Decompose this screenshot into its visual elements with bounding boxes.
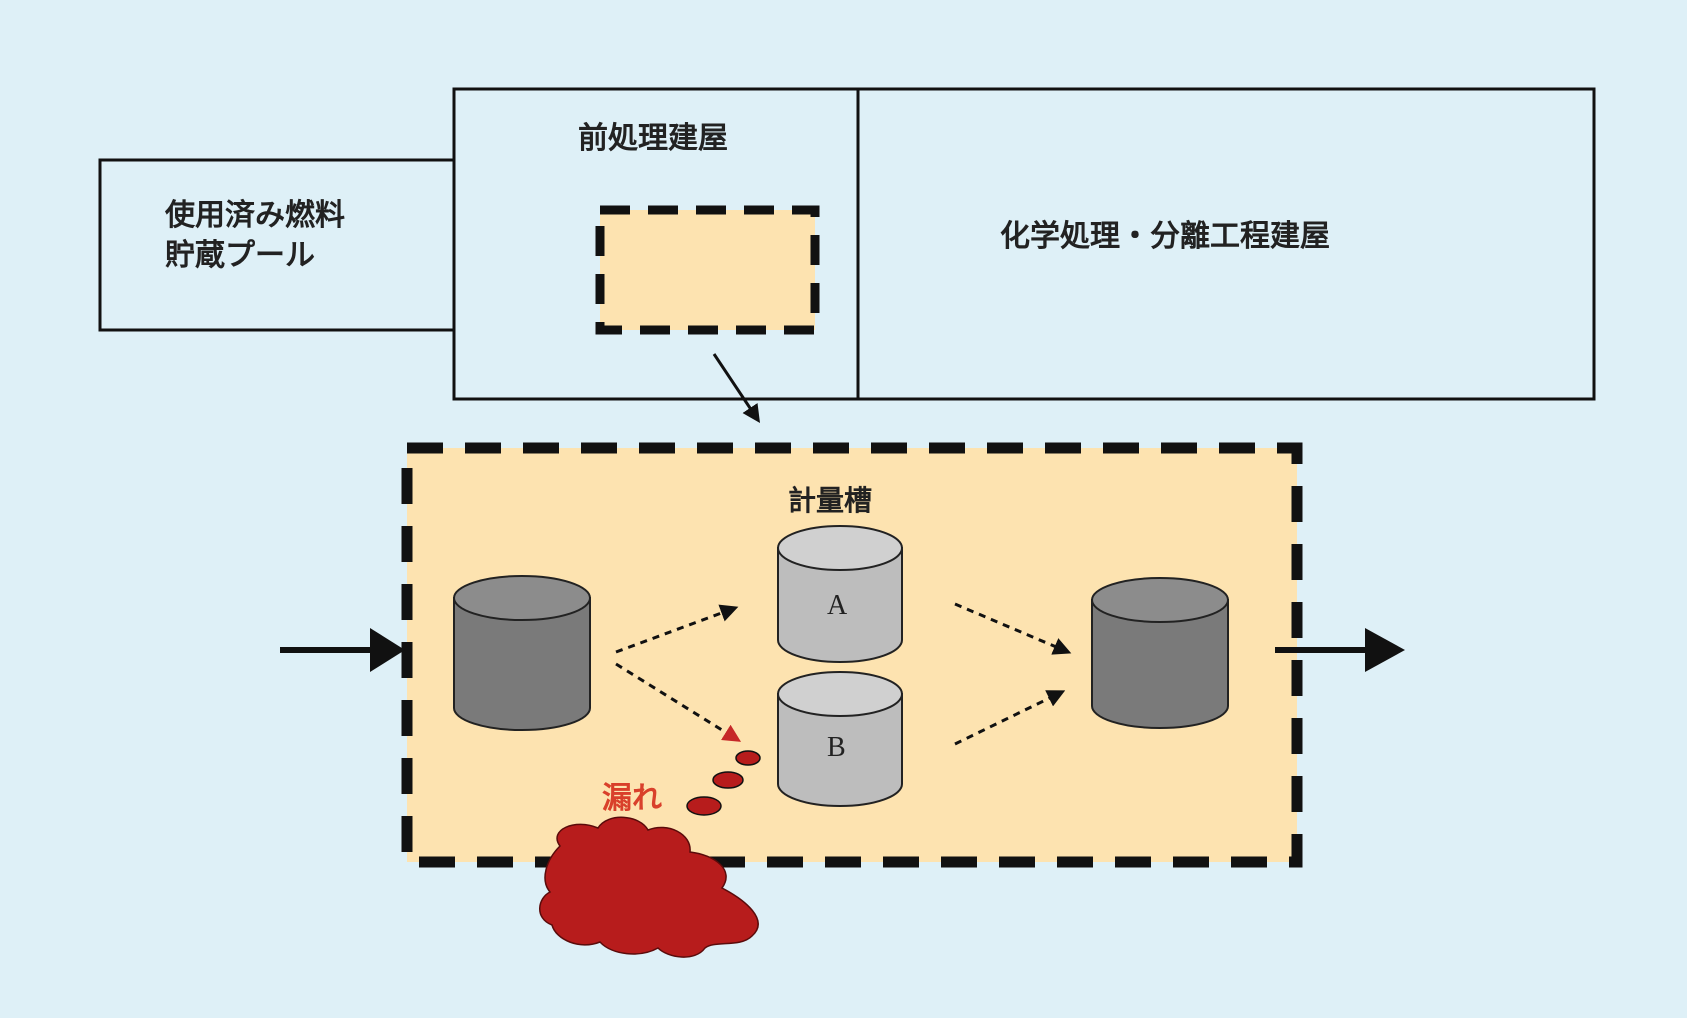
tank-b [777, 671, 903, 807]
zoom-arrow [712, 353, 760, 423]
tank-a [777, 525, 903, 663]
pool-label-line2: 貯蔵プール [165, 238, 315, 273]
output-arrow-head [1365, 628, 1405, 672]
leak-label: 漏れ [602, 781, 662, 816]
pretreatment-label: 前処理建屋 [578, 121, 728, 156]
leak-puddle-icon [539, 816, 759, 958]
flow-arrow-from-tank-b [954, 690, 1066, 746]
pool-label-line1: 使用済み燃料 [164, 198, 345, 233]
chemical-building-label: 化学処理・分離工程建屋 [1000, 219, 1330, 254]
input-tank [453, 575, 591, 731]
output-tank [1091, 577, 1229, 729]
chemical-separation-building-box [856, 87, 1596, 401]
flow-arrow-to-tank-b [615, 662, 742, 742]
flow-arrow-to-tank-a [615, 604, 739, 654]
leak-droplets [686, 750, 761, 816]
tank-a-label: A [827, 590, 848, 621]
measurement-tank-title: 計量槽 [788, 484, 872, 517]
tank-b-label: B [827, 732, 846, 763]
input-arrow-head [370, 628, 405, 672]
highlight-area-small [595, 205, 820, 335]
